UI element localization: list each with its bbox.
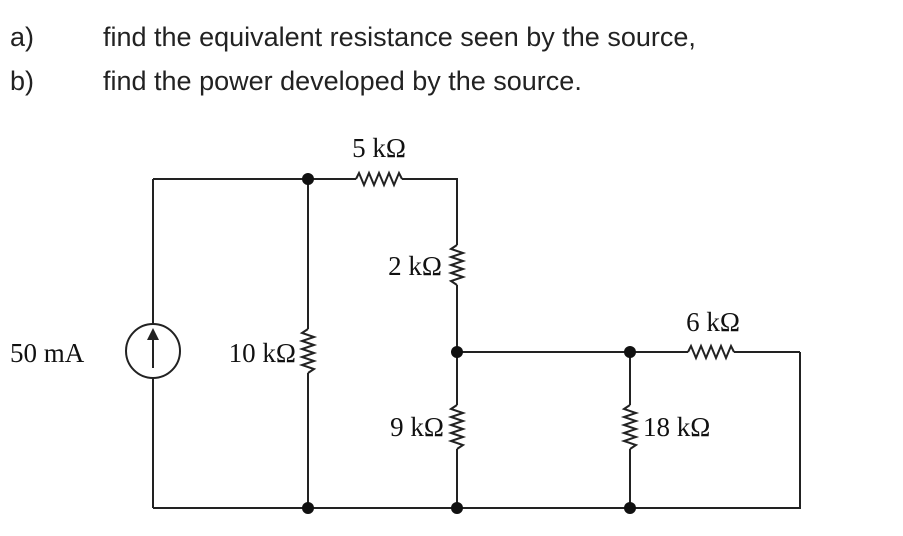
label-2k: 2 kΩ [388,251,442,281]
label-5k: 5 kΩ [352,133,406,163]
junction-dot [451,346,463,358]
question-b-marker: b) [10,66,35,96]
label-9k: 9 kΩ [390,412,444,442]
resistor-9k [447,404,467,450]
label-6k: 6 kΩ [686,307,740,337]
resistor-10k [298,328,318,374]
wires [152,178,801,509]
resistor-18k [620,404,640,450]
label-10k: 10 kΩ [229,338,296,368]
label-source: 50 mA [10,338,85,368]
junction-dot [302,173,314,185]
question-a-marker: a) [10,22,35,52]
junction-dot [624,502,636,514]
wire-top [153,178,458,245]
resistor-6k [687,343,735,361]
junction-dot [624,346,636,358]
junction-dots [302,173,636,514]
junction-dot [302,502,314,514]
resistor-5k [355,170,403,188]
wire-bottom [153,352,801,509]
current-source [125,323,181,379]
label-18k: 18 kΩ [643,412,710,442]
question-a-text: find the equivalent resistance seen by t… [103,22,696,52]
junction-dot [451,502,463,514]
resistor-2k [447,244,467,286]
question-b-text: find the power developed by the source. [103,66,582,96]
